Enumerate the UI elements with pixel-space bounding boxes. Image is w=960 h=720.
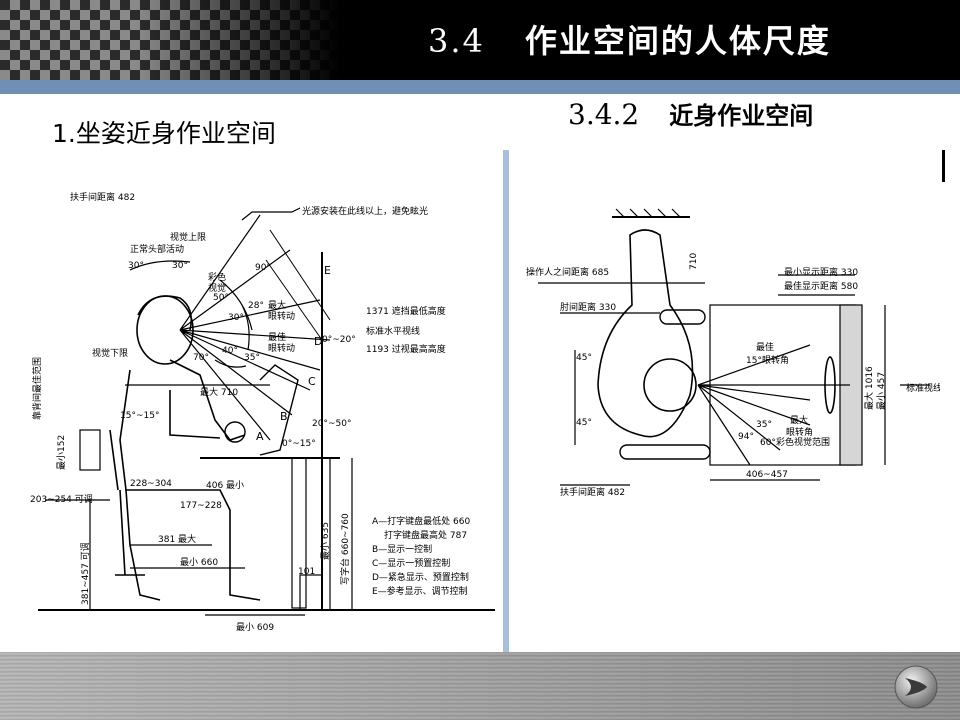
label-angle-40: 40° bbox=[222, 346, 238, 356]
label-best-disp: 最佳显示距离 580 bbox=[784, 280, 858, 292]
label-710: 710 bbox=[689, 253, 699, 270]
label-1371: 1371 遮挡最低高度 bbox=[366, 305, 446, 317]
label-0-15: 0°~15° bbox=[282, 439, 316, 449]
label-head-motion: 正常头部活动 bbox=[130, 243, 184, 255]
slide-title: 3.4 作业空间的人体尺度 bbox=[428, 16, 831, 62]
label-1193: 1193 过视最高高度 bbox=[366, 343, 446, 355]
label-std-sight: 标准视线 bbox=[906, 382, 940, 394]
label-max-eye: 最大 bbox=[790, 414, 808, 426]
label-angle-28: 28° bbox=[248, 301, 264, 311]
label-angle-45a: 45° bbox=[576, 353, 592, 363]
edge-tick bbox=[942, 150, 945, 182]
label-15-15: 15°~15° bbox=[120, 411, 159, 421]
label-eye-turn: 眼转角 bbox=[786, 426, 813, 438]
label-228-304: 228~304 bbox=[130, 479, 172, 489]
seated-workspace-diagram: 扶手间距离 482 光源安装在此线以上，避免眩光 视觉上限 正常头部活动 30°… bbox=[30, 191, 495, 633]
label-angle-90: 90° bbox=[255, 263, 271, 273]
label-20-50: 20°~50° bbox=[312, 419, 351, 429]
label-381-max: 381 最大 bbox=[158, 533, 196, 545]
label-operator-dist: 操作人之间距离 685 bbox=[526, 266, 609, 278]
label-angle-30c: 30° bbox=[228, 313, 244, 323]
divider-bar bbox=[503, 150, 509, 655]
header-bar: 3.4 作业空间的人体尺度 bbox=[0, 0, 960, 80]
label-best: 最佳 bbox=[756, 341, 774, 353]
label-min457: 最小 457 bbox=[876, 372, 887, 410]
logo-icon bbox=[894, 665, 938, 709]
title-text: 作业空间的人体尺度 bbox=[524, 22, 831, 60]
label-angle-45b: 45° bbox=[576, 418, 592, 428]
label-angle-60: 60° bbox=[760, 438, 776, 448]
left-subtitle: 1.坐姿近身作业空间 bbox=[52, 119, 276, 148]
label-max1016: 最大 1016 bbox=[863, 366, 875, 410]
label-A: A bbox=[256, 430, 264, 443]
section-number: 3.4 bbox=[428, 22, 485, 60]
legend-line-3: B—显示一控制 bbox=[372, 543, 432, 555]
label-visual-upper: 视觉上限 bbox=[170, 231, 206, 243]
plan-workspace-diagram: 操作人之间距离 685 710 肘间距离 330 最小显示距离 330 最佳显示… bbox=[526, 208, 940, 498]
label-angle-50: 50° bbox=[213, 293, 229, 303]
label-min660: 最小 660 bbox=[180, 557, 218, 568]
label-eye15: 15°眼转角 bbox=[746, 354, 789, 366]
label-203-254: 203~254 可调 bbox=[30, 494, 93, 505]
label-color-vision: 彩色视觉 bbox=[208, 271, 226, 294]
label-light-note: 光源安装在此线以上，避免眩光 bbox=[302, 205, 428, 217]
label-B: B bbox=[280, 410, 288, 423]
label-406: 406 最小 bbox=[206, 480, 244, 491]
label-std-line: 标准水平视线 bbox=[366, 325, 420, 337]
label-381-457: 381~457 可调 bbox=[80, 542, 91, 605]
label-0-20: 0°~20° bbox=[322, 335, 356, 345]
right-subtitle: 3.4.2 近身作业空间 bbox=[568, 96, 813, 131]
legend-line-1: A—打字键盘最低处 660 bbox=[372, 515, 470, 527]
label-angle-35: 35° bbox=[756, 420, 772, 430]
label-min635: 最小 635 bbox=[320, 522, 331, 560]
label-visual-lower: 视觉下限 bbox=[92, 347, 128, 359]
label-armrest: 扶手间距离 482 bbox=[560, 486, 625, 498]
label-color-range: 彩色视觉范围 bbox=[776, 436, 830, 448]
legend-line-5: D—紧急显示、预置控制 bbox=[372, 571, 469, 583]
label-angle-30a: 30° bbox=[128, 261, 144, 271]
label-min-disp: 最小显示距离 330 bbox=[784, 266, 858, 278]
label-C: C bbox=[308, 375, 316, 388]
label-E: E bbox=[324, 264, 331, 277]
label-406-457: 406~457 bbox=[746, 470, 788, 480]
label-101: 101 bbox=[298, 567, 315, 577]
label-top-partial: 扶手间距离 482 bbox=[70, 191, 135, 203]
label-min609: 最小 609 bbox=[236, 622, 274, 633]
label-best-eye: 最佳眼转动 bbox=[268, 331, 295, 354]
label-angle-94: 94° bbox=[738, 432, 754, 442]
right-subtitle-number: 3.4.2 bbox=[568, 98, 640, 131]
label-max710: 最大 710 bbox=[200, 386, 238, 398]
legend-line-2: 打字键盘最高处 787 bbox=[384, 529, 467, 541]
label-angle-35: 35° bbox=[244, 353, 260, 363]
label-backrest: 靠背间最佳范围 bbox=[31, 357, 43, 420]
label-D: D bbox=[314, 335, 322, 348]
label-angle-70: 70° bbox=[193, 353, 209, 363]
legend-line-6: E—参考显示、调节控制 bbox=[372, 585, 468, 597]
label-angle-30b: 30° bbox=[172, 261, 188, 271]
label-elbow: 肘间距离 330 bbox=[560, 301, 616, 313]
right-subtitle-text: 近身作业空间 bbox=[669, 101, 814, 130]
label-desk: 写字台 660~760 bbox=[339, 513, 351, 585]
footer-band bbox=[0, 652, 960, 720]
label-min152: 最小152 bbox=[56, 435, 67, 470]
legend-line-4: C—显示一预置控制 bbox=[372, 557, 450, 569]
label-max-eye: 最大眼转动 bbox=[268, 299, 295, 322]
label-177-228: 177~228 bbox=[180, 501, 222, 511]
blue-band bbox=[0, 80, 960, 94]
